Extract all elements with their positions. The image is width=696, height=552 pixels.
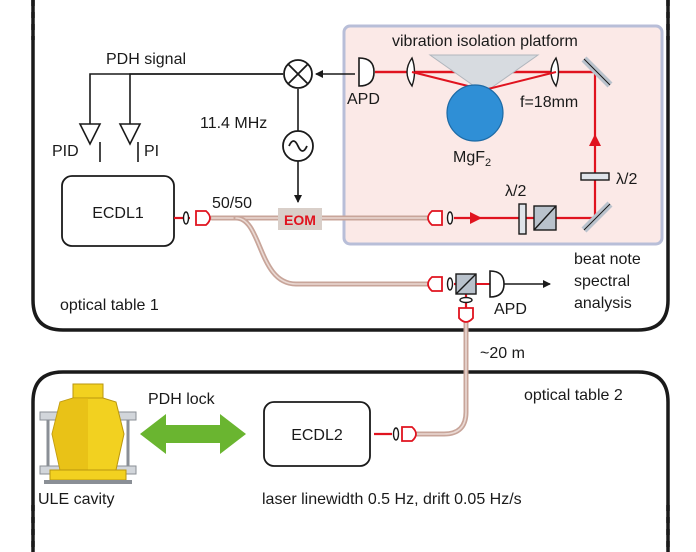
pid-amplifier-icon <box>78 123 102 146</box>
eom-box <box>278 208 322 230</box>
fiber-coupler-ecdl1 <box>182 210 211 226</box>
optical-table-2-outline <box>31 370 670 552</box>
ecdl1-label: ECDL1 <box>92 205 144 222</box>
table-edge-dashes <box>31 0 670 552</box>
pdh-lock-arrow <box>140 414 246 454</box>
apd-detector-bottom <box>489 270 505 298</box>
half-wave-plate-bottom <box>518 203 527 235</box>
linewidth-label: laser linewidth 0.5 Hz, drift 0.05 Hz/s <box>262 491 522 508</box>
fiber-coupler-platform <box>427 210 454 226</box>
beat-note-line-3: analysis <box>574 295 632 312</box>
focal-length-label: f=18mm <box>520 94 578 111</box>
lens-left <box>406 56 416 88</box>
apd-detector-top <box>358 57 375 87</box>
fiber-length-label: ~20 m <box>480 345 525 362</box>
platform-label: vibration isolation platform <box>392 33 578 50</box>
pdh-signal-label: PDH signal <box>106 51 186 68</box>
pdh-lock-label: PDH lock <box>148 391 216 408</box>
polarizing-beam-splitter-beatnote <box>455 273 477 295</box>
apd-top-label: APD <box>347 91 380 108</box>
splitter-label: 50/50 <box>212 195 252 212</box>
fiber-coupler-ecdl2 <box>392 426 417 442</box>
ecdl1-box <box>61 175 175 247</box>
pid-label: PID <box>52 143 79 160</box>
beat-note-line-2: spectral <box>574 273 630 290</box>
half-wave-label-bottom: λ/2 <box>505 183 526 200</box>
apd-bottom-label: APD <box>494 301 527 318</box>
frequency-label: 11.4 MHz <box>200 115 267 132</box>
ule-cavity-label: ULE cavity <box>38 491 114 508</box>
prism-beam-out <box>483 71 557 91</box>
optical-table-1-outline <box>31 0 670 332</box>
eom-label: EOM <box>284 212 316 228</box>
mirror-top-edge <box>583 58 611 86</box>
half-wave-label-vertical: λ/2 <box>616 171 637 188</box>
ecdl2-box <box>263 401 371 467</box>
coupling-prism <box>428 54 540 94</box>
beam-arrow-vertical <box>589 134 601 146</box>
optical-table-1-label: optical table 1 <box>60 297 159 314</box>
polarizing-beam-splitter-platform <box>533 205 557 231</box>
mgf2-resonator <box>446 84 504 142</box>
pi-label: PI <box>144 143 159 160</box>
vibration-isolation-platform <box>342 24 664 246</box>
mixer-icon <box>283 59 313 89</box>
beam-arrow-horizontal <box>470 212 482 224</box>
mirror-bottom-edge <box>583 203 611 231</box>
optical-table-2-label: optical table 2 <box>524 387 623 404</box>
half-wave-plate-vertical <box>580 172 610 181</box>
fiber-coupler-beatnote <box>427 276 454 292</box>
ule-cavity-icon <box>39 383 137 484</box>
pi-amplifier-icon <box>118 123 142 146</box>
electronics-wiring <box>89 70 551 288</box>
oscillator-icon <box>282 130 314 162</box>
fiber-coupler-vertical <box>458 296 474 323</box>
mgf2-label: MgF2 <box>453 149 491 169</box>
ecdl2-label: ECDL2 <box>291 427 343 444</box>
mgf2-subscript: 2 <box>485 157 491 169</box>
beat-note-line-1: beat note <box>574 251 641 268</box>
